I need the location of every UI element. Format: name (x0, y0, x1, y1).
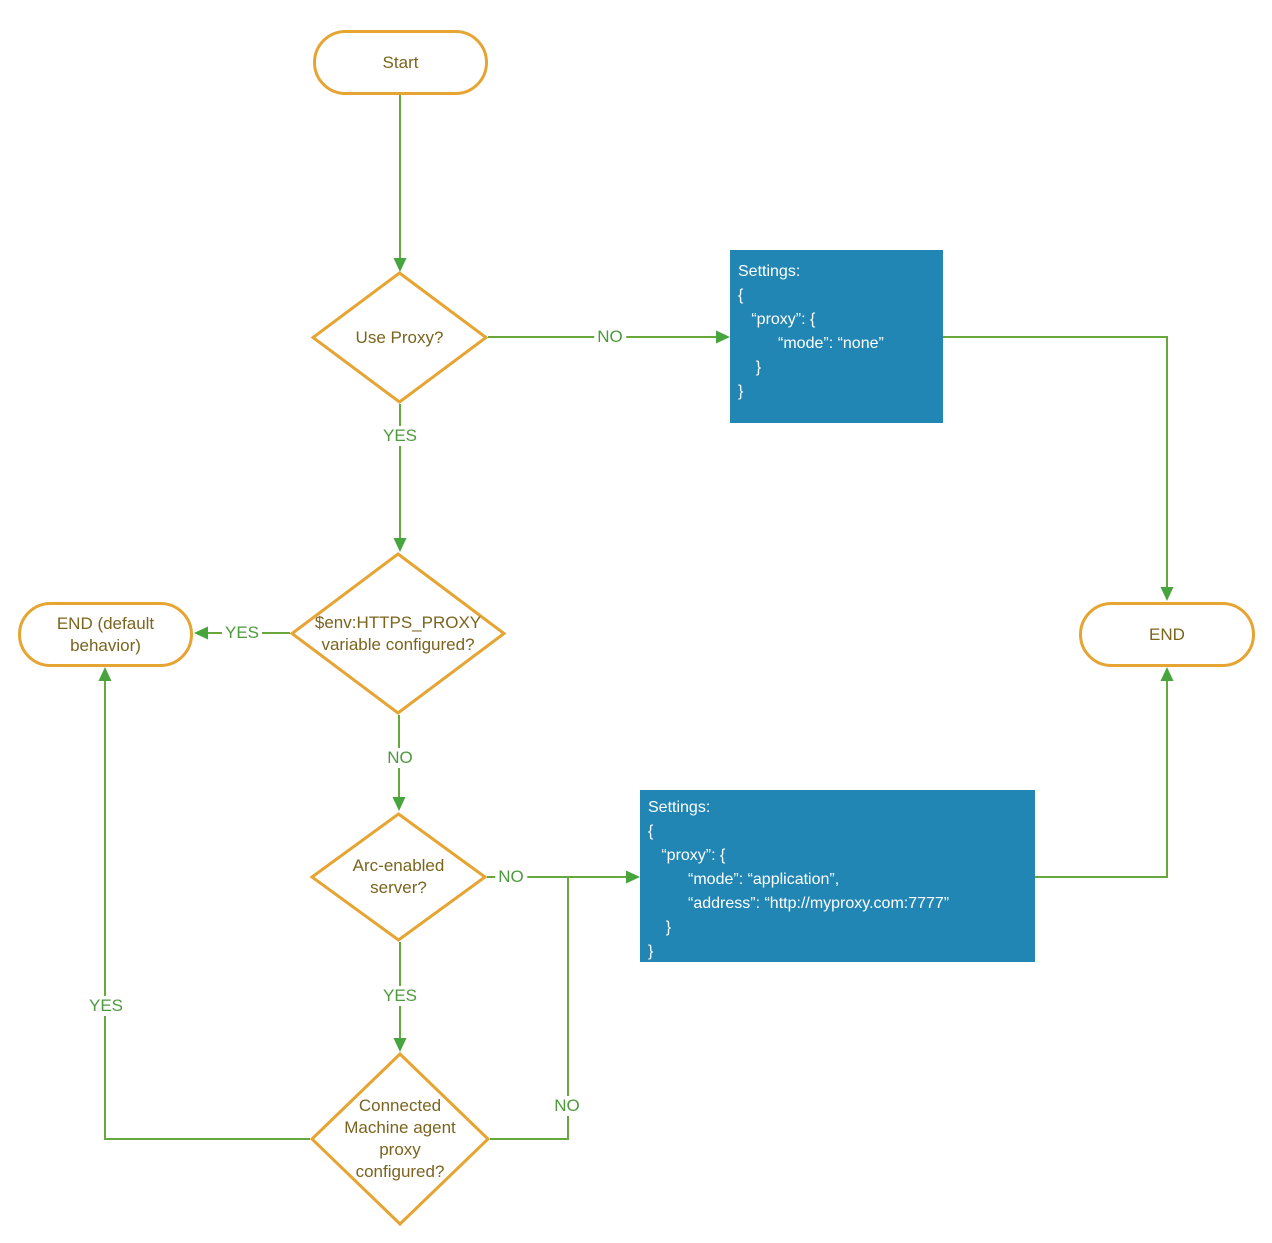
diamond-shape (309, 812, 488, 942)
arrowhead-into-connected-machine (393, 1038, 407, 1052)
code-line: } (738, 383, 744, 400)
decision-arc-enabled-label: Arc-enabled server? (352, 856, 445, 897)
code-line: “mode”: “application”, (648, 871, 840, 888)
code-line: Settings: (738, 263, 801, 280)
decision-https-proxy: $env:HTTPS_PROXY variable configured? (289, 552, 507, 715)
connector-machine-yes (104, 681, 310, 1140)
code-line: “address”: “http://myproxy.com:7777” (648, 895, 950, 912)
code-line: } (738, 359, 762, 376)
code-line: “proxy”: { (648, 847, 726, 864)
edge-label-https-yes: YES (221, 623, 263, 643)
diamond-shape (289, 552, 507, 715)
code-line: } (648, 943, 654, 960)
arrowhead-into-arc-enabled (392, 797, 406, 811)
node-start: Start (313, 30, 488, 95)
code-line: { (648, 823, 654, 840)
arrowhead-into-end-bottom (1160, 667, 1174, 681)
connector-machine-no (490, 877, 569, 1140)
edge-label-arc-no: NO (495, 867, 527, 887)
settings-box-application: Settings: { “proxy”: { “mode”: “applicat… (640, 790, 1035, 962)
node-start-label: Start (382, 52, 419, 72)
decision-use-proxy: Use Proxy? (310, 271, 489, 404)
decision-connected-machine-label: Connected Machine agent proxy configured… (344, 1096, 456, 1181)
diamond-shape (310, 271, 489, 404)
connector-settings-application-to-end (1035, 681, 1168, 878)
settings-box-none: Settings: { “proxy”: { “mode”: “none” } … (730, 250, 943, 423)
decision-use-proxy-label: Use Proxy? (355, 327, 444, 347)
edge-label-machine-yes: YES (85, 996, 127, 1016)
arrowhead-into-settings-application (626, 870, 640, 884)
arrowhead-into-end-default-right (194, 626, 208, 640)
decision-connected-machine: Connected Machine agent proxy configured… (309, 1051, 491, 1227)
code-line: } (648, 919, 672, 936)
node-end-default-label: END (default behavior) (56, 613, 155, 655)
code-line: “mode”: “none” (738, 335, 884, 352)
arrowhead-into-https-proxy (393, 538, 407, 552)
arrowhead-into-use-proxy (393, 258, 407, 272)
decision-https-proxy-label: $env:HTTPS_PROXY variable configured? (314, 612, 482, 654)
edge-label-use-proxy-yes: YES (379, 426, 421, 446)
arrowhead-into-settings-none (716, 330, 730, 344)
edge-label-use-proxy-no: NO (594, 327, 626, 347)
arrowhead-into-end-default-bottom (98, 667, 112, 681)
arrowhead-into-end-top (1160, 587, 1174, 601)
code-line: { (738, 287, 744, 304)
diamond-shape (309, 1051, 491, 1227)
node-end-default: END (default behavior) (18, 602, 193, 667)
connector-settings-none-to-end (943, 336, 1168, 588)
decision-arc-enabled: Arc-enabled server? (309, 812, 488, 942)
code-line: Settings: (648, 799, 711, 816)
edge-label-https-no: NO (384, 748, 416, 768)
code-line: “proxy”: { (738, 311, 816, 328)
edge-label-machine-no: NO (551, 1096, 583, 1116)
edge-label-arc-yes: YES (379, 986, 421, 1006)
node-end-label: END (1149, 624, 1185, 644)
node-end: END (1079, 602, 1255, 667)
